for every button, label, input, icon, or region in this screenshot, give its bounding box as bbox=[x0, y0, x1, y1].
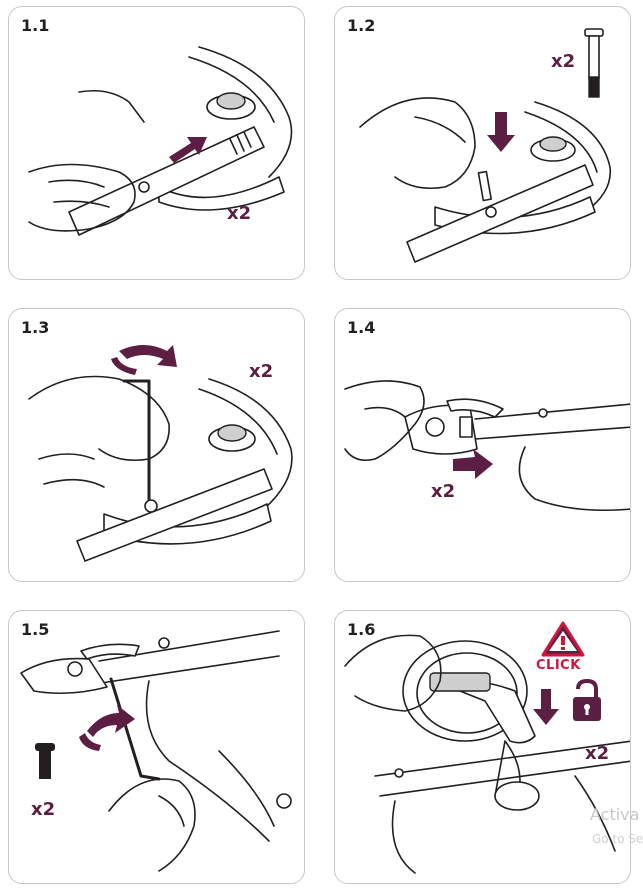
quantity-label: x2 bbox=[227, 203, 252, 224]
step-number: 1.6 bbox=[347, 620, 376, 639]
watermark-line1: Activa bbox=[590, 805, 640, 824]
quantity-label: x2 bbox=[249, 361, 274, 382]
step-number: 1.2 bbox=[347, 16, 376, 35]
step-panel-1-6: 1.6 CLICK x2 bbox=[334, 610, 631, 884]
illustration-insert-bolt bbox=[359, 28, 612, 263]
step-panel-1-5: 1.5 x2 bbox=[8, 610, 305, 884]
step-panel-1-3: 1.3 x2 bbox=[8, 308, 305, 582]
step-panel-1-2: 1.2 x2 bbox=[334, 6, 631, 280]
quantity-label: x2 bbox=[31, 799, 56, 820]
quantity-label: x2 bbox=[551, 51, 576, 72]
illustration-insert-tube bbox=[28, 46, 293, 236]
step-panel-1-4: 1.4 x2 bbox=[334, 308, 631, 582]
quantity-label: x2 bbox=[585, 743, 610, 764]
watermark-line2: Go to Se bbox=[592, 832, 643, 846]
click-label: CLICK bbox=[536, 658, 581, 673]
illustration-attach-brake-clamp bbox=[344, 380, 630, 511]
step-number: 1.4 bbox=[347, 318, 376, 337]
step-panel-1-1: 1.1 x2 bbox=[8, 6, 305, 280]
quantity-label: x2 bbox=[431, 481, 456, 502]
step-number: 1.3 bbox=[21, 318, 50, 337]
step-number: 1.5 bbox=[21, 620, 50, 639]
illustration-attach-wheel-click bbox=[344, 621, 630, 874]
illustration-secure-clamp-bolt bbox=[20, 630, 292, 872]
step-number: 1.1 bbox=[21, 16, 50, 35]
illustration-tighten-hex-key bbox=[28, 345, 293, 562]
